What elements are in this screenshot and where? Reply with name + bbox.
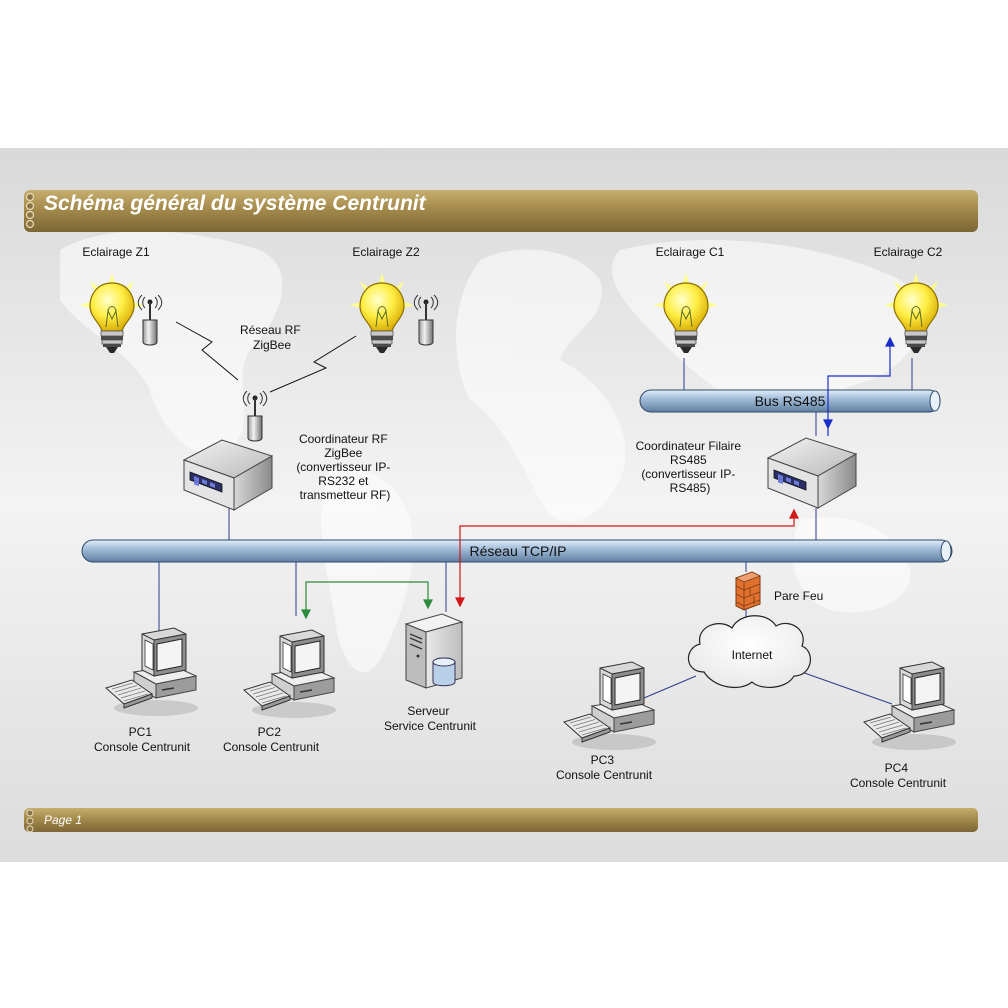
title-banner: Schéma général du système Centrunit [24, 190, 978, 232]
footer-bar [24, 808, 978, 832]
arrow-head-icon [301, 609, 311, 620]
pc4-label: PC4 Console Centrunit [850, 761, 947, 790]
lamp-z1-label: Eclairage Z1 [82, 245, 150, 259]
lamp-z2: Eclairage Z2 [349, 245, 439, 354]
wired-coordinator: Coordinateur Filaire RS485 (convertisseu… [636, 437, 857, 509]
pc2: PC2 Console Centrunit [223, 629, 337, 754]
connection-lines [158, 358, 913, 705]
pipe-end [940, 540, 952, 562]
pc2-label: PC2 Console Centrunit [223, 725, 320, 754]
world-map-watermark [60, 231, 922, 673]
internet: Internet [687, 615, 811, 689]
lamp-c2: Eclairage C2 [874, 245, 949, 354]
rf-wireless-links [175, 321, 357, 393]
spiral-binding-icon [25, 192, 35, 229]
bus-rs485-label: Bus RS485 [755, 393, 826, 409]
tcp-network: Réseau TCP/IP [81, 539, 953, 563]
internet-label: Internet [732, 648, 773, 662]
footer-banner: Page 1 [24, 808, 978, 833]
tcp-network-pipe [81, 539, 953, 563]
spiral-binding-icon [26, 809, 34, 833]
pc1: PC1 Console Centrunit [94, 627, 199, 754]
server-label: Serveur Service Centrunit [384, 704, 477, 733]
rf-coordinator-label: Coordinateur RF ZigBee (convertisseur IP… [296, 432, 393, 502]
lamp-z2-label: Eclairage Z2 [352, 245, 420, 259]
title-bar [24, 190, 978, 232]
server-icon [405, 613, 463, 689]
page-number: Page 1 [44, 813, 82, 827]
lamp-c2-label: Eclairage C2 [874, 245, 943, 259]
lamp-z1: Eclairage Z1 [79, 245, 163, 354]
arrow-head-icon [789, 508, 799, 519]
firewall: Pare Feu [735, 571, 823, 611]
arrow-head-icon [455, 597, 465, 608]
server: Serveur Service Centrunit [384, 613, 477, 733]
lamp-c1: Eclairage C1 [653, 245, 725, 354]
firewall-icon [735, 571, 761, 611]
lightning-icon [175, 321, 239, 381]
pc1-label: PC1 Console Centrunit [94, 725, 191, 754]
arrow-head-icon [823, 419, 833, 430]
blue-flow-arrow [827, 342, 891, 436]
rf-coordinator: Coordinateur RF ZigBee (convertisseur IP… [183, 390, 393, 511]
lightning-icon [269, 335, 357, 393]
cloud-icon [687, 615, 811, 689]
pc3-label: PC3 Console Centrunit [556, 753, 653, 782]
rf-network-label: Réseau RF ZigBee [240, 323, 304, 352]
arrow-head-icon [885, 336, 895, 347]
arrow-head-icon [423, 599, 433, 610]
green-flow-arrow [305, 581, 429, 616]
internet-pc3-link [643, 675, 697, 699]
firewall-label: Pare Feu [774, 589, 823, 603]
page-title: Schéma général du système Centrunit [44, 192, 427, 215]
pipe-end [929, 390, 941, 412]
wired-coordinator-label: Coordinateur Filaire RS485 (convertisseu… [636, 439, 745, 495]
internet-pc4-link [795, 669, 893, 705]
red-flow-arrow [459, 514, 795, 600]
tcp-network-label: Réseau TCP/IP [469, 543, 566, 559]
flow-arrows [301, 336, 895, 620]
pc4: PC4 Console Centrunit [850, 661, 957, 790]
lamp-c1-label: Eclairage C1 [656, 245, 725, 259]
pc3: PC3 Console Centrunit [556, 661, 657, 782]
bus-rs485: Bus RS485 [639, 389, 941, 413]
